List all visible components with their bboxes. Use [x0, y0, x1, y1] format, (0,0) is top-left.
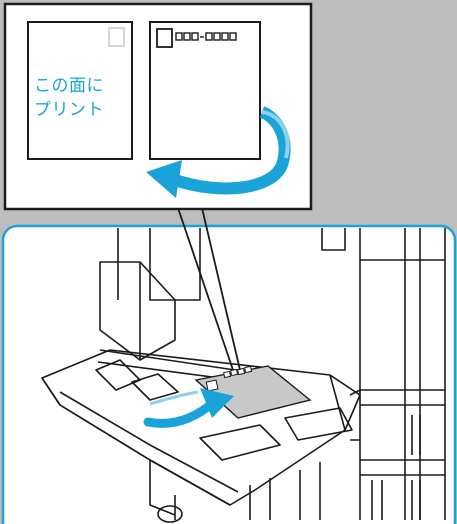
stamp-placeholder-icon — [109, 28, 124, 46]
postcard-address-side — [150, 22, 260, 159]
stamp-box-icon — [157, 29, 172, 47]
print-side-caption: この面に プリント — [34, 74, 134, 122]
postcode-boxes — [176, 33, 236, 40]
